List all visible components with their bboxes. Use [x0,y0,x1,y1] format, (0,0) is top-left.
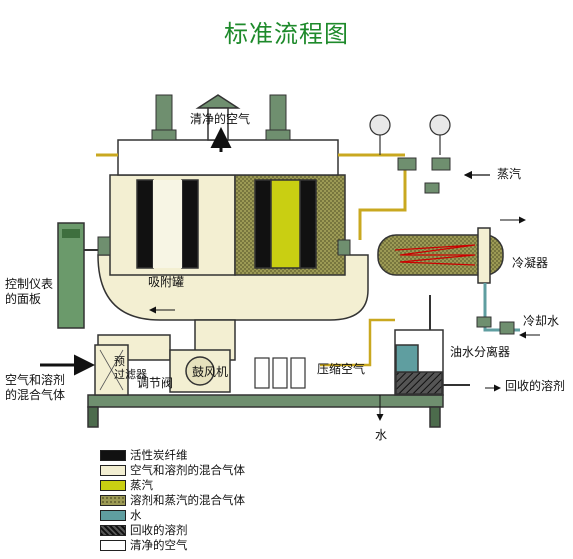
legend-swatch [100,480,126,491]
legend-label: 活性炭纤维 [130,448,188,462]
base-frame [87,394,444,428]
blower [169,349,231,393]
label-compressed-air: 压缩空气 [317,362,366,376]
actuator-right [265,94,291,141]
label-adsorption-tank: 吸附罐 [148,275,185,289]
motor-right [337,239,351,256]
legend-label: 回收的溶剂 [130,523,188,537]
legend-item-recovered-solvent: 回收的溶剂 [100,523,320,538]
legend-label: 蒸汽 [130,478,153,492]
diagram-title: 标准流程图 [224,20,349,48]
label-recovered-solvent: 回收的溶剂 [505,379,566,393]
legend-item-steam: 蒸汽 [100,478,320,493]
legend-label: 溶剂和蒸汽的混合气体 [130,493,245,507]
top-chamber [117,94,339,176]
legend-label: 空气和溶剂的混合气体 [130,463,245,477]
prefilter [94,344,129,396]
legend-item-carbon-fiber: 活性炭纤维 [100,448,320,463]
control-panel [57,222,98,329]
label-blower: 鼓风机 [192,365,229,379]
legend-swatch [100,465,126,476]
oil-water-separator [394,295,444,396]
label-clean-air-top: 清净的空气 [190,112,251,126]
legend-swatch [100,510,126,521]
legend-item-solvent-steam: 溶剂和蒸汽的混合气体 [100,493,320,508]
actuator-left [151,94,177,141]
label-steam: 蒸汽 [497,167,522,181]
label-control-panel: 控制仪表 的面板 [5,277,54,306]
label-water-out: 水 [375,428,388,442]
pressure-gauges [369,114,451,155]
steam-valves [397,157,451,194]
legend-swatch [100,525,126,536]
filter-units [254,357,306,389]
legend-swatch [100,495,126,506]
label-prefilter: 预 过滤器 [114,355,147,381]
legend-label: 清净的空气 [130,538,188,552]
legend-item-air-solvent: 空气和溶剂的混合气体 [100,463,320,478]
adsorption-tank-right [234,174,346,276]
legend: 活性炭纤维 空气和溶剂的混合气体 蒸汽 溶剂和蒸汽的混合气体 水 回收的溶剂 清… [100,448,320,553]
steam-piping [96,153,407,240]
legend-label: 水 [130,508,142,522]
adsorption-tank-left [109,174,236,276]
legend-item-clean-air: 清净的空气 [100,538,320,553]
label-oil-water-separator: 油水分离器 [450,345,511,359]
compressed-air-line [320,318,395,367]
legend-swatch [100,540,126,551]
motor-left [97,236,111,256]
label-air-solvent-mix: 空气和溶剂 的混合气体 [5,373,66,402]
label-cooling-water: 冷却水 [523,314,560,328]
condenser [377,227,504,284]
legend-item-water: 水 [100,508,320,523]
label-regulating-valve: 调节阀 [137,376,174,390]
legend-swatch [100,450,126,461]
label-condenser: 冷凝器 [512,256,549,270]
